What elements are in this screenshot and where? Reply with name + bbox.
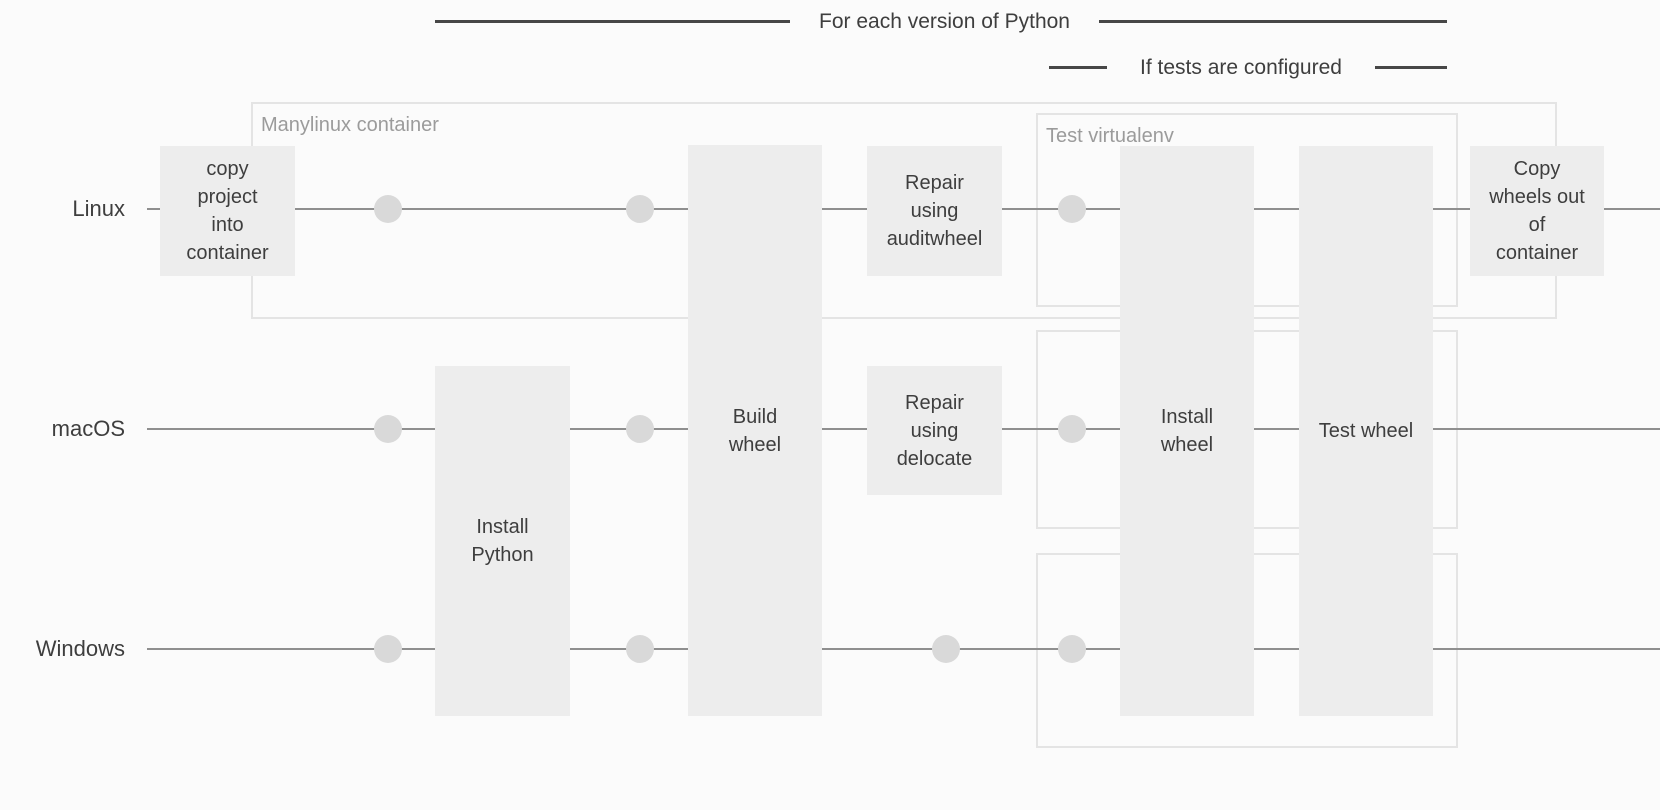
- for-each-version-bracket-line-left: [435, 20, 790, 23]
- manylinux-container-label: Manylinux container: [261, 114, 439, 136]
- step-copy-project-into-container: copy project into container: [160, 146, 295, 276]
- junction-dot: [626, 415, 654, 443]
- junction-dot: [626, 195, 654, 223]
- if-tests-configured-label: If tests are configured: [1140, 56, 1342, 79]
- junction-dot: [1058, 635, 1086, 663]
- junction-dot: [932, 635, 960, 663]
- lane-label-windows: Windows: [35, 636, 125, 661]
- step-test-wheel: Test wheel: [1299, 146, 1433, 716]
- lane-label-linux: Linux: [72, 196, 125, 221]
- if-tests-bracket-line-right: [1375, 66, 1447, 69]
- step-repair-using-delocate: Repair using delocate: [867, 366, 1002, 495]
- lane-line-windows: [147, 648, 1660, 650]
- step-repair-using-auditwheel: Repair using auditwheel: [867, 146, 1002, 276]
- step-build-wheel: Build wheel: [688, 145, 822, 716]
- lane-label-macos: macOS: [51, 416, 125, 441]
- test-virtualenv-label: Test virtualenv: [1046, 125, 1174, 147]
- junction-dot: [1058, 195, 1086, 223]
- for-each-version-bracket-line-right: [1099, 20, 1447, 23]
- step-copy-wheels-out-of-container: Copy wheels out of container: [1470, 146, 1604, 276]
- junction-dot: [1058, 415, 1086, 443]
- for-each-version-label: For each version of Python: [819, 10, 1070, 33]
- junction-dot: [626, 635, 654, 663]
- step-install-wheel: Install wheel: [1120, 146, 1254, 716]
- step-install-python: Install Python: [435, 366, 570, 716]
- junction-dot: [374, 415, 402, 443]
- if-tests-bracket-line-left: [1049, 66, 1107, 69]
- junction-dot: [374, 195, 402, 223]
- junction-dot: [374, 635, 402, 663]
